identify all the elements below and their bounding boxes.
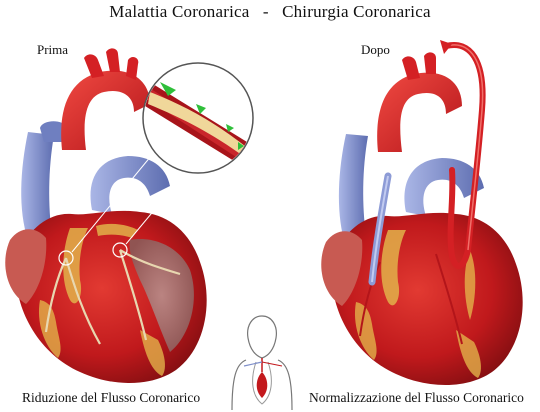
after-caption: Normalizzazione del Flusso Coronarico: [309, 390, 524, 405]
after-label: Dopo: [361, 42, 390, 57]
aorta-before: [61, 70, 151, 150]
heart-before: [5, 48, 207, 383]
figure-title: Malattia Coronarica - Chirurgia Coronari…: [109, 2, 431, 21]
vena-cava-before: [21, 132, 54, 240]
ventricles-after: [332, 212, 523, 385]
pulmonary-artery-before: [90, 156, 170, 214]
before-caption: Riduzione del Flusso Coronarico: [22, 390, 201, 405]
body-silhouette: [231, 315, 293, 411]
artery-zoom-inset: [142, 62, 254, 174]
ischemic-area: [129, 239, 194, 352]
heart-after: [321, 40, 523, 385]
before-label: Prima: [37, 42, 69, 57]
